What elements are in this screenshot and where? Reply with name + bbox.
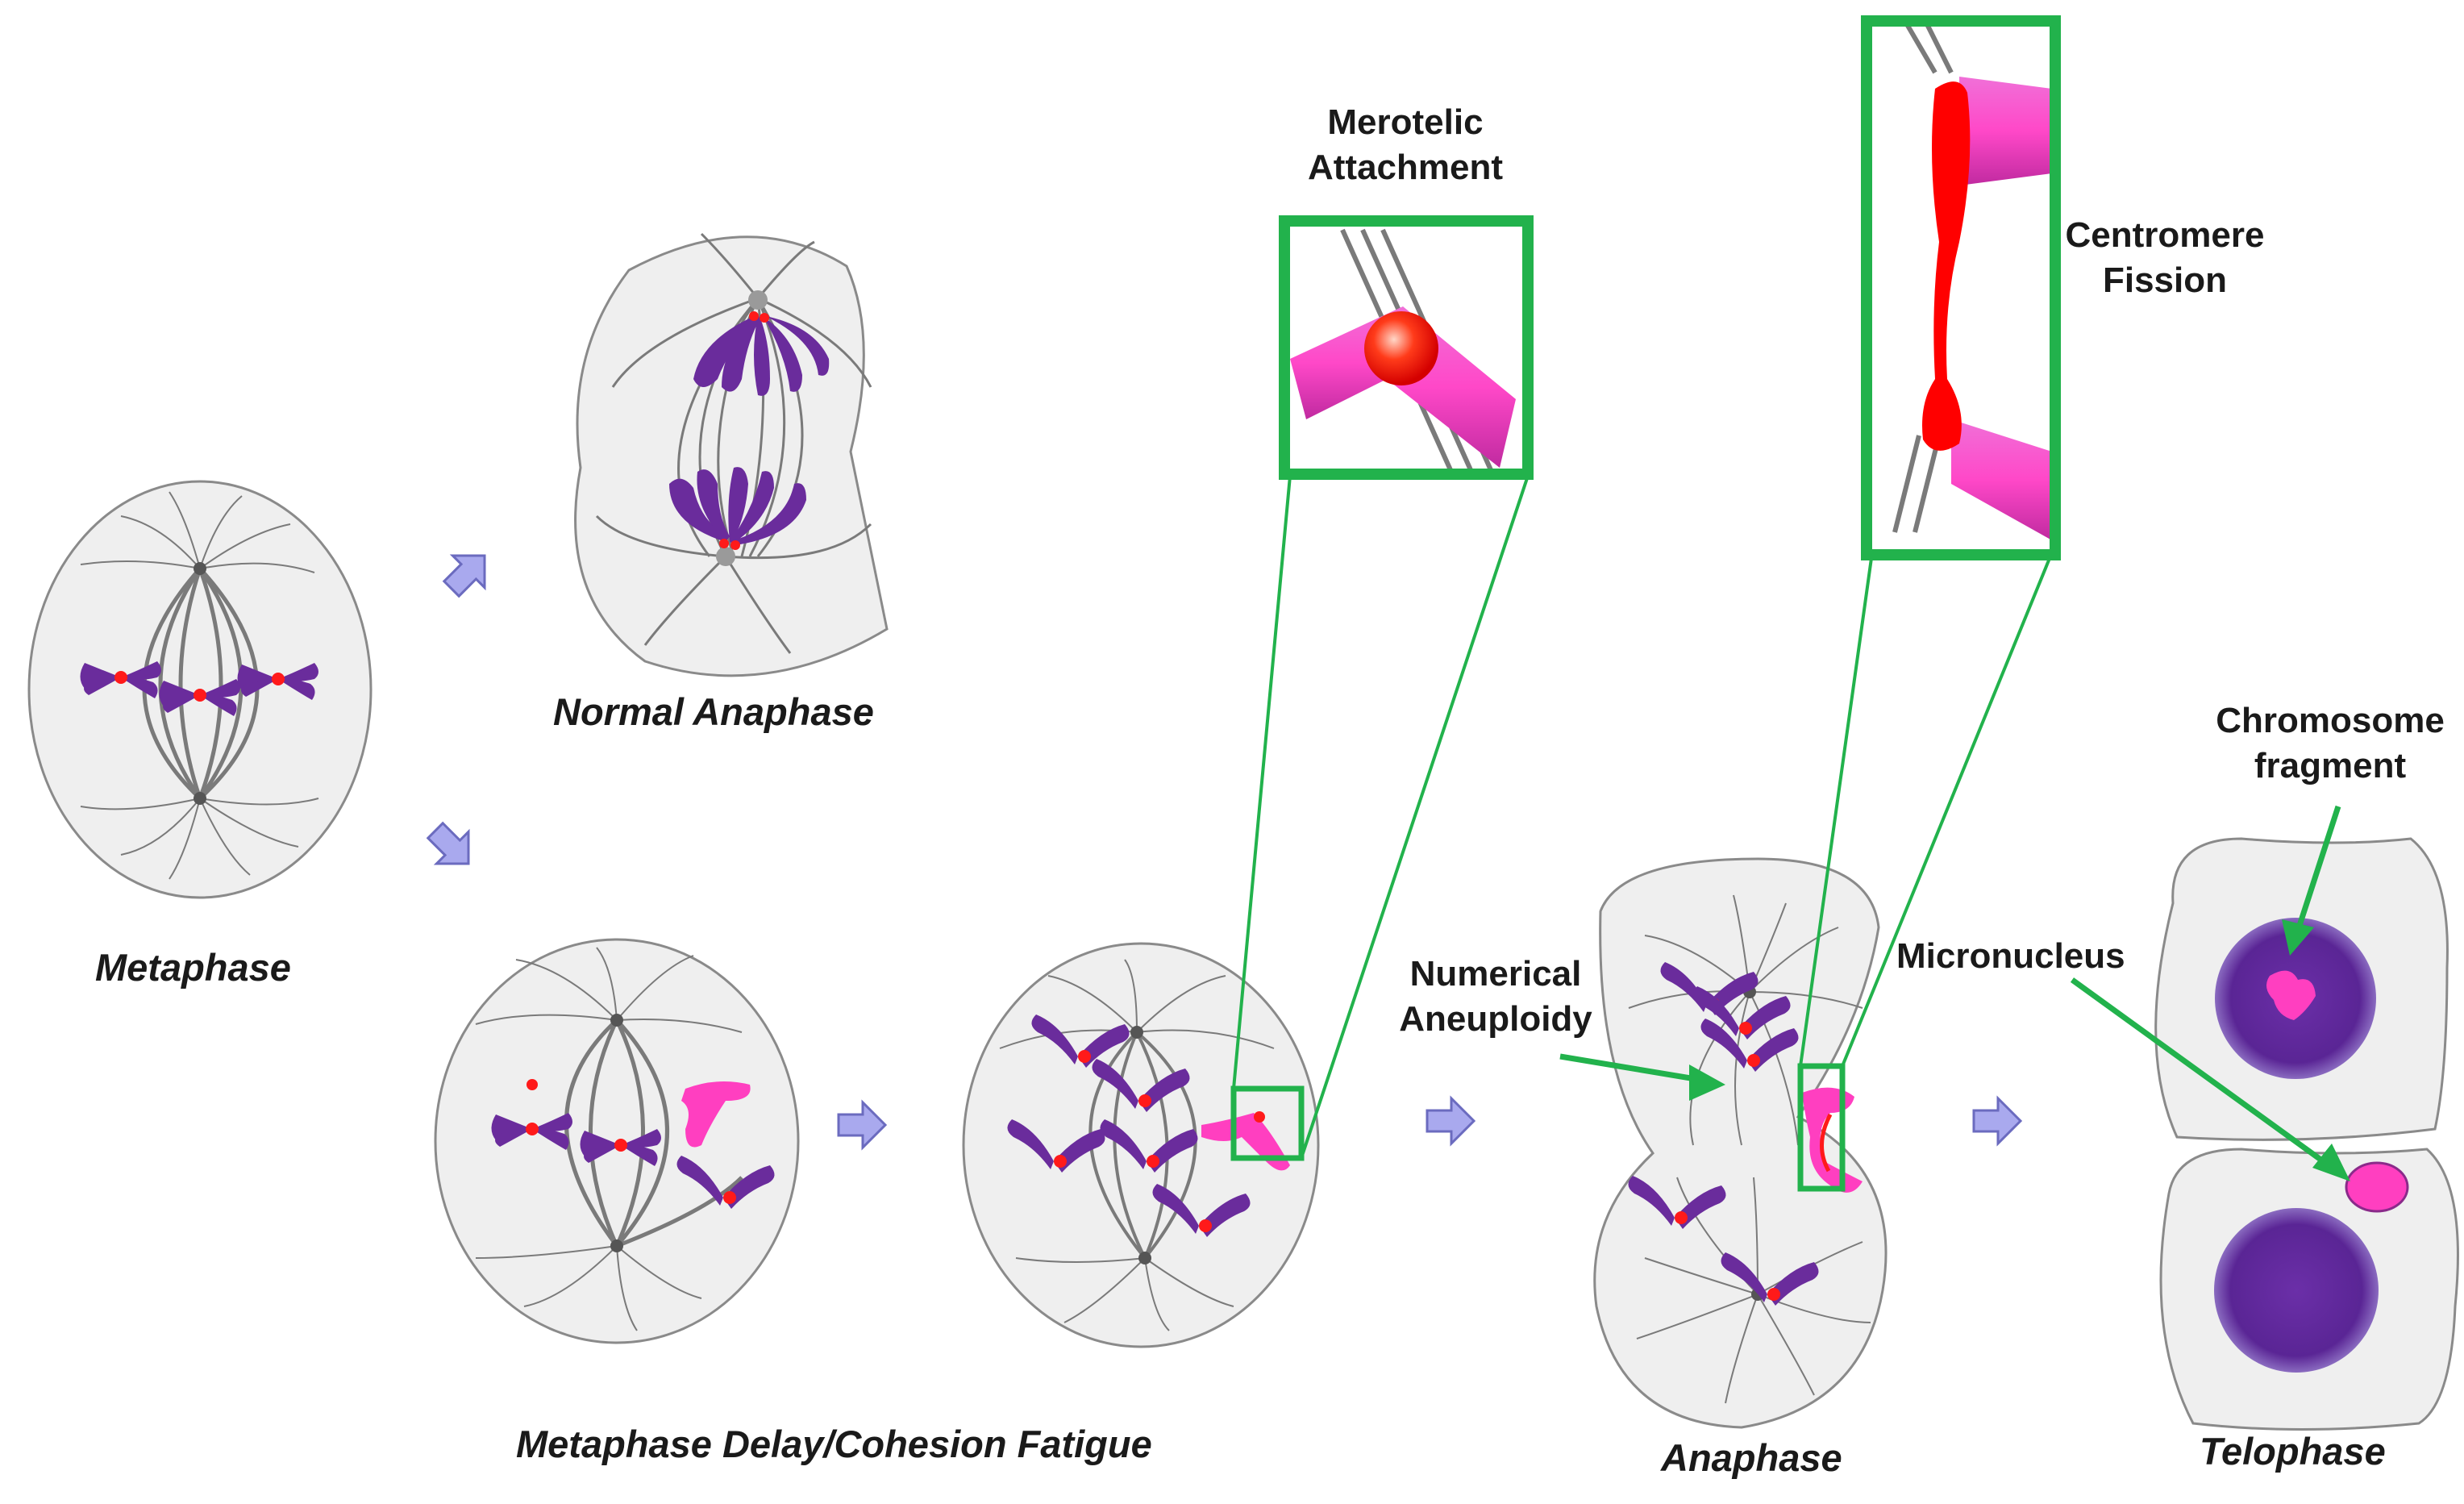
micronucleus-pointer-arrow — [2070, 977, 2350, 1181]
label-numerical-line2: Aneuploidy — [1399, 999, 1592, 1039]
arrow-up-right — [434, 538, 502, 606]
delay-cell-1 — [434, 938, 800, 1344]
label-chromosome-line2: fragment — [2254, 746, 2407, 785]
label-centromere-line2: Fission — [2102, 260, 2228, 300]
micronucleus — [2345, 1161, 2409, 1213]
label-normal-anaphase: Normal Anaphase — [553, 690, 874, 733]
anaphase-cell — [1593, 857, 1888, 1429]
merotelic-zoom-lines — [1232, 475, 1530, 1159]
merotelic-highlight-box — [1230, 1085, 1305, 1161]
label-telophase: Telophase — [2200, 1430, 2386, 1473]
normal-anaphase-cell — [574, 232, 889, 677]
anaphase-lagging-chromosome — [1802, 1087, 1863, 1193]
arrow-right — [1972, 1097, 2022, 1145]
fission-inset — [1861, 15, 2061, 560]
label-merotelic-line2: Attachment — [1307, 148, 1504, 187]
fragment-pointer-arrow — [2282, 805, 2341, 956]
telophase-upper-cell — [2154, 837, 2449, 1141]
metaphase-astral-rays — [80, 491, 319, 880]
label-centromere-line1: Centromere — [2065, 215, 2265, 255]
metaphase-cell — [27, 480, 373, 899]
arrow-right — [1426, 1097, 1475, 1145]
delay-cell-1-astral-rays — [475, 947, 743, 1331]
label-metaphase-delay: Metaphase Delay/Cohesion Fatigue — [516, 1423, 1152, 1465]
fission-zoom-lines — [1799, 552, 2054, 1067]
label-numerical-line1: Numerical — [1409, 954, 1582, 994]
fission-highlight-box — [1797, 1063, 1846, 1192]
delay-cell-2-astral-rays — [999, 959, 1275, 1331]
aneuploidy-pointer-arrow — [1559, 1053, 1725, 1101]
label-merotelic-attachment: Merotelic Attachment — [1288, 100, 1522, 190]
lagging-chromosome — [681, 1081, 751, 1148]
telophase-lower-cell — [2159, 1148, 2459, 1431]
lower-chromosome-set — [669, 467, 806, 545]
label-merotelic-line1: Merotelic — [1327, 102, 1484, 142]
label-centromere-fission: Centromere Fission — [2048, 213, 2282, 303]
label-numerical-aneuploidy: Numerical Aneuploidy — [1379, 952, 1613, 1042]
label-chromosome-line1: Chromosome — [2216, 701, 2445, 740]
merotelic-inset — [1279, 215, 1534, 480]
chromosome-fragment — [2266, 970, 2316, 1020]
normal-anaphase-spindle — [595, 232, 872, 654]
label-anaphase: Anaphase — [1661, 1436, 1842, 1479]
label-chromosome-fragment: Chromosome fragment — [2209, 698, 2451, 789]
arrow-right — [837, 1101, 887, 1149]
label-metaphase: Metaphase — [95, 946, 291, 989]
telophase-lower-nucleus — [2214, 1208, 2379, 1373]
label-micronucleus: Micronucleus — [1896, 936, 2125, 976]
arrow-down-right — [418, 813, 486, 881]
delay-cell-2 — [962, 942, 1320, 1348]
upper-chromosome-set — [693, 315, 830, 396]
